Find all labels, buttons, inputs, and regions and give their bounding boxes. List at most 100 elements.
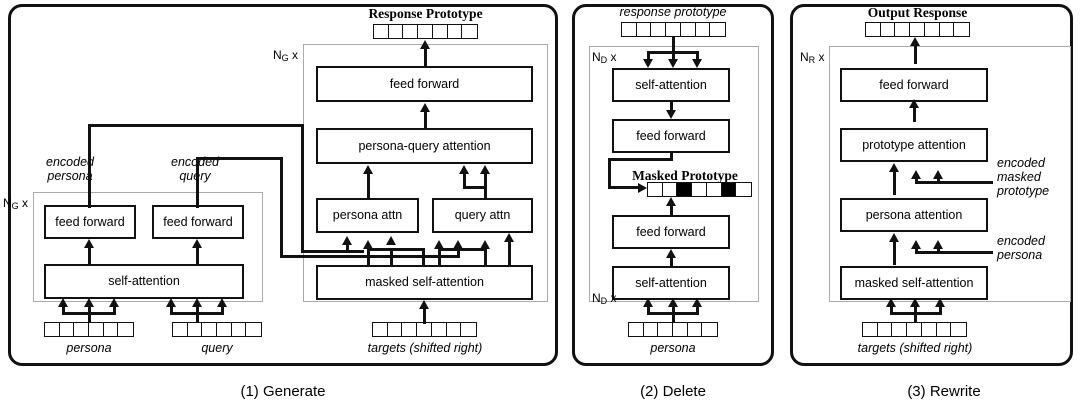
arrow-up-icon	[909, 298, 920, 307]
token-cell	[736, 183, 752, 196]
token-cell	[892, 323, 908, 336]
connector-sa-to-ff-query	[196, 247, 199, 265]
route-persona-riser	[346, 243, 349, 253]
module-feed-forward-persona[interactable]: feed forward	[44, 205, 136, 239]
delete-repeat-label-bottom: ND x	[592, 291, 617, 306]
token-row-persona-delete	[628, 322, 718, 337]
connector-ff-to-prototype	[424, 48, 427, 66]
module-feed-forward-delete-bottom[interactable]: feed forward	[612, 215, 730, 249]
label-encoded-persona-generate: encoded persona	[15, 155, 125, 183]
repeat-n: N	[273, 48, 282, 62]
connector-msa-to-query-attn-b	[508, 240, 511, 266]
token-cell	[418, 25, 433, 38]
token-cell	[880, 23, 896, 36]
connector-msa-branch-right	[440, 248, 486, 251]
rewrite-repeat-box	[829, 46, 1071, 302]
arrow-up-icon	[932, 240, 943, 249]
label-encoded-masked-prototype: encoded masked prototype	[997, 156, 1077, 198]
label-encoded-persona-rewrite: encoded persona	[997, 234, 1077, 262]
repeat-x: x	[607, 50, 617, 64]
module-persona-attention[interactable]: persona attention	[840, 198, 988, 232]
connector-query-attn-join	[463, 186, 487, 189]
token-cell	[629, 323, 644, 336]
token-cell	[936, 323, 952, 336]
token-cell	[692, 183, 707, 196]
module-persona-attn[interactable]: persona attn	[316, 198, 419, 233]
caption-rewrite: (3) Rewrite	[907, 383, 981, 400]
token-cell	[447, 25, 463, 38]
token-cell	[89, 323, 104, 336]
label-line-2: persona	[997, 248, 1043, 262]
label-line-2: query	[179, 169, 211, 183]
token-cell	[866, 23, 881, 36]
repeat-sub: G	[11, 201, 19, 211]
arrow-up-icon	[479, 165, 490, 174]
connector-ff-down-delete	[670, 153, 673, 160]
connector-persona-stem	[88, 305, 91, 323]
arrow-up-icon	[166, 298, 176, 307]
arrow-up-icon	[419, 103, 430, 112]
response-prototype-title: Response Prototype	[368, 6, 483, 21]
token-row-response-prototype-delete	[621, 22, 726, 37]
label-targets-generate: targets (shifted right)	[367, 341, 483, 355]
label-targets-rewrite: targets (shifted right)	[857, 341, 973, 355]
token-cell	[710, 23, 726, 36]
module-feed-forward-query[interactable]: feed forward	[152, 205, 244, 239]
module-feed-forward-rewrite[interactable]: feed forward	[840, 68, 988, 102]
arrow-up-icon	[908, 99, 919, 108]
module-feed-forward-decoder[interactable]: feed forward	[316, 66, 533, 102]
repeat-x: x	[18, 196, 29, 210]
arrow-up-icon	[458, 165, 469, 174]
module-feed-forward-delete-top[interactable]: feed forward	[612, 119, 730, 153]
connector-query-riser-3	[221, 305, 224, 313]
connector-persona-riser-3-delete	[696, 305, 699, 313]
token-cell	[951, 323, 967, 336]
token-cell	[173, 323, 188, 336]
module-persona-query-attention[interactable]: persona-query attention	[316, 128, 533, 164]
token-cell	[217, 323, 232, 336]
connector-targets-riser-3-rewrite	[939, 305, 942, 313]
module-self-attention-delete-top[interactable]: self-attention	[612, 68, 730, 102]
module-masked-self-attention-rewrite[interactable]: masked self-attention	[840, 266, 988, 300]
token-cell	[403, 25, 419, 38]
arrow-up-icon	[932, 170, 943, 179]
token-row-response-prototype	[373, 24, 478, 39]
route-query-riser-a	[457, 248, 460, 258]
token-cell	[648, 183, 663, 196]
token-row-query-generate	[172, 322, 262, 337]
arrow-up-icon	[888, 233, 899, 242]
repeat-sub: R	[808, 55, 816, 65]
token-cell	[651, 23, 667, 36]
connector-persona-riser-1	[62, 305, 65, 313]
module-self-attention-encoder[interactable]: self-attention	[44, 264, 244, 299]
arrow-right-icon	[638, 183, 647, 193]
module-masked-self-attention[interactable]: masked self-attention	[316, 265, 533, 300]
module-query-attn[interactable]: query attn	[432, 198, 533, 233]
arrow-up-icon	[665, 249, 676, 258]
connector-msa-branch-left	[367, 248, 425, 251]
token-cell	[695, 23, 711, 36]
token-cell	[187, 323, 203, 336]
arrow-down-icon	[692, 59, 702, 68]
connector-targets-to-msa	[423, 308, 426, 324]
token-cell	[446, 323, 462, 336]
connector-persona-riser-1-delete	[647, 305, 650, 313]
module-self-attention-delete-bottom[interactable]: self-attention	[612, 266, 730, 300]
panel-generate	[8, 4, 558, 366]
arrow-up-icon	[886, 298, 896, 307]
connector-pqa-to-ff	[424, 111, 427, 131]
arrow-up-icon	[433, 240, 444, 249]
module-prototype-attention[interactable]: prototype attention	[840, 128, 988, 162]
arrow-up-icon	[341, 236, 352, 245]
token-cell	[59, 323, 75, 336]
connector-sa-to-ff-delete	[670, 102, 673, 112]
arrow-up-icon	[503, 233, 514, 242]
arrow-up-icon	[910, 170, 921, 179]
arrow-up-icon	[217, 298, 227, 307]
connector-query-stem	[196, 305, 199, 323]
connector-masked-proto-bus	[915, 181, 993, 184]
arrow-down-icon	[643, 59, 653, 68]
arrow-up-icon	[452, 240, 463, 249]
route-query-into	[280, 255, 460, 258]
generate-decoder-repeat-label: NG x	[273, 48, 298, 63]
